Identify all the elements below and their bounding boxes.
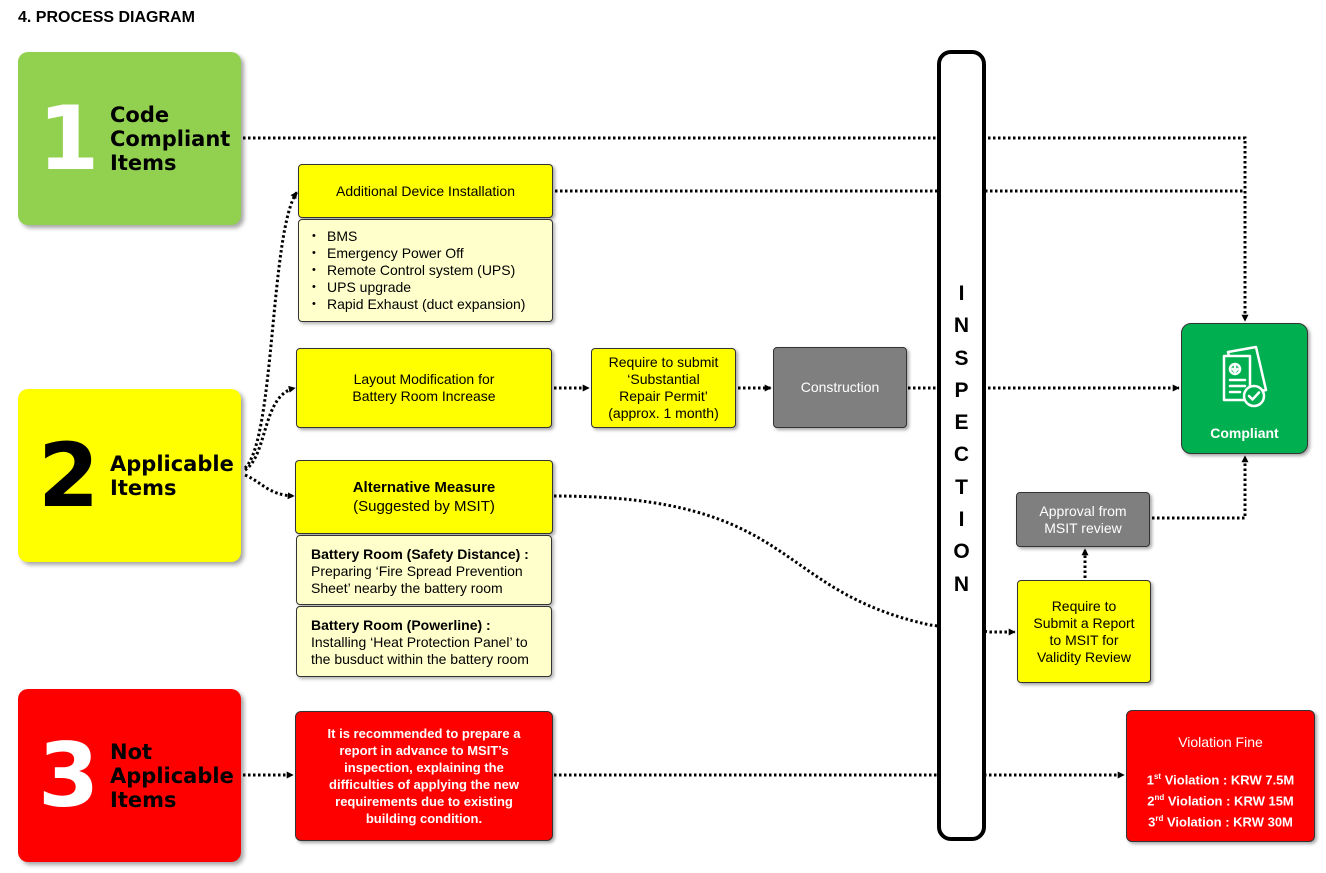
category-number: 2 xyxy=(38,424,99,527)
category-label: Applicable Items xyxy=(110,451,234,500)
alternative-detail: Battery Room (Powerline) : Installing ‘H… xyxy=(296,606,552,677)
violation-row: 3rd Violation : KRW 30M xyxy=(1148,813,1293,829)
list-item: Rapid Exhaust (duct expansion) xyxy=(303,296,548,313)
compliant-label: Compliant xyxy=(1210,425,1279,441)
arrow-applicable-to-additional-device xyxy=(243,191,299,470)
list-item: UPS upgrade xyxy=(303,279,548,296)
arrow-applicable-to-layout-mod xyxy=(244,385,296,472)
alternative-detail: Battery Room (Safety Distance) : Prepari… xyxy=(296,535,552,605)
category-code-compliant: 1 Code Compliant Items xyxy=(18,52,241,225)
construction-box: Construction xyxy=(773,347,907,428)
alternative-measure-title: Alternative Measure(Suggested by MSIT) xyxy=(295,460,553,534)
certificate-check-icon xyxy=(1222,345,1268,408)
violation-fine-box: Violation Fine 1st Violation : KRW 7.5M … xyxy=(1126,710,1315,842)
list-item: BMS xyxy=(303,228,548,245)
inspection-pillar: I N S P E C T I O N xyxy=(937,50,986,841)
additional-device-title: Additional Device Installation xyxy=(298,164,553,218)
violation-row: 2nd Violation : KRW 15M xyxy=(1147,792,1294,809)
additional-device-list: BMS Emergency Power Off Remote Control s… xyxy=(298,219,553,322)
arrow-approval-to-compliant xyxy=(1152,455,1249,520)
list-item: Emergency Power Off xyxy=(303,245,548,262)
violation-row: 1st Violation : KRW 7.5M xyxy=(1146,772,1295,788)
category-number: 1 xyxy=(38,87,99,190)
category-not-applicable: 3 Not Applicable Items xyxy=(18,689,241,862)
page-title: 4. PROCESS DIAGRAM xyxy=(18,9,195,26)
category-label: Code Compliant Items xyxy=(110,102,231,175)
compliant-box: Compliant xyxy=(1181,323,1308,454)
substantial-repair-permit-box: Require to submit ‘Substantial Repair Pe… xyxy=(591,348,736,428)
not-applicable-note-box: It is recommended to prepare a report in… xyxy=(295,711,553,841)
not-applicable-note-text: It is recommended to prepare a report in… xyxy=(327,726,521,826)
category-applicable: 2 Applicable Items xyxy=(18,389,241,562)
violation-fine-title: Violation Fine xyxy=(1178,734,1263,750)
list-item: Remote Control system (UPS) xyxy=(303,262,548,279)
report-validity-box: Require to Submit a Report to MSIT for V… xyxy=(1017,580,1151,683)
category-label: Not Applicable Items xyxy=(110,739,234,812)
arrow-applicable-to-alternative xyxy=(244,473,295,500)
category-number: 3 xyxy=(38,724,99,827)
